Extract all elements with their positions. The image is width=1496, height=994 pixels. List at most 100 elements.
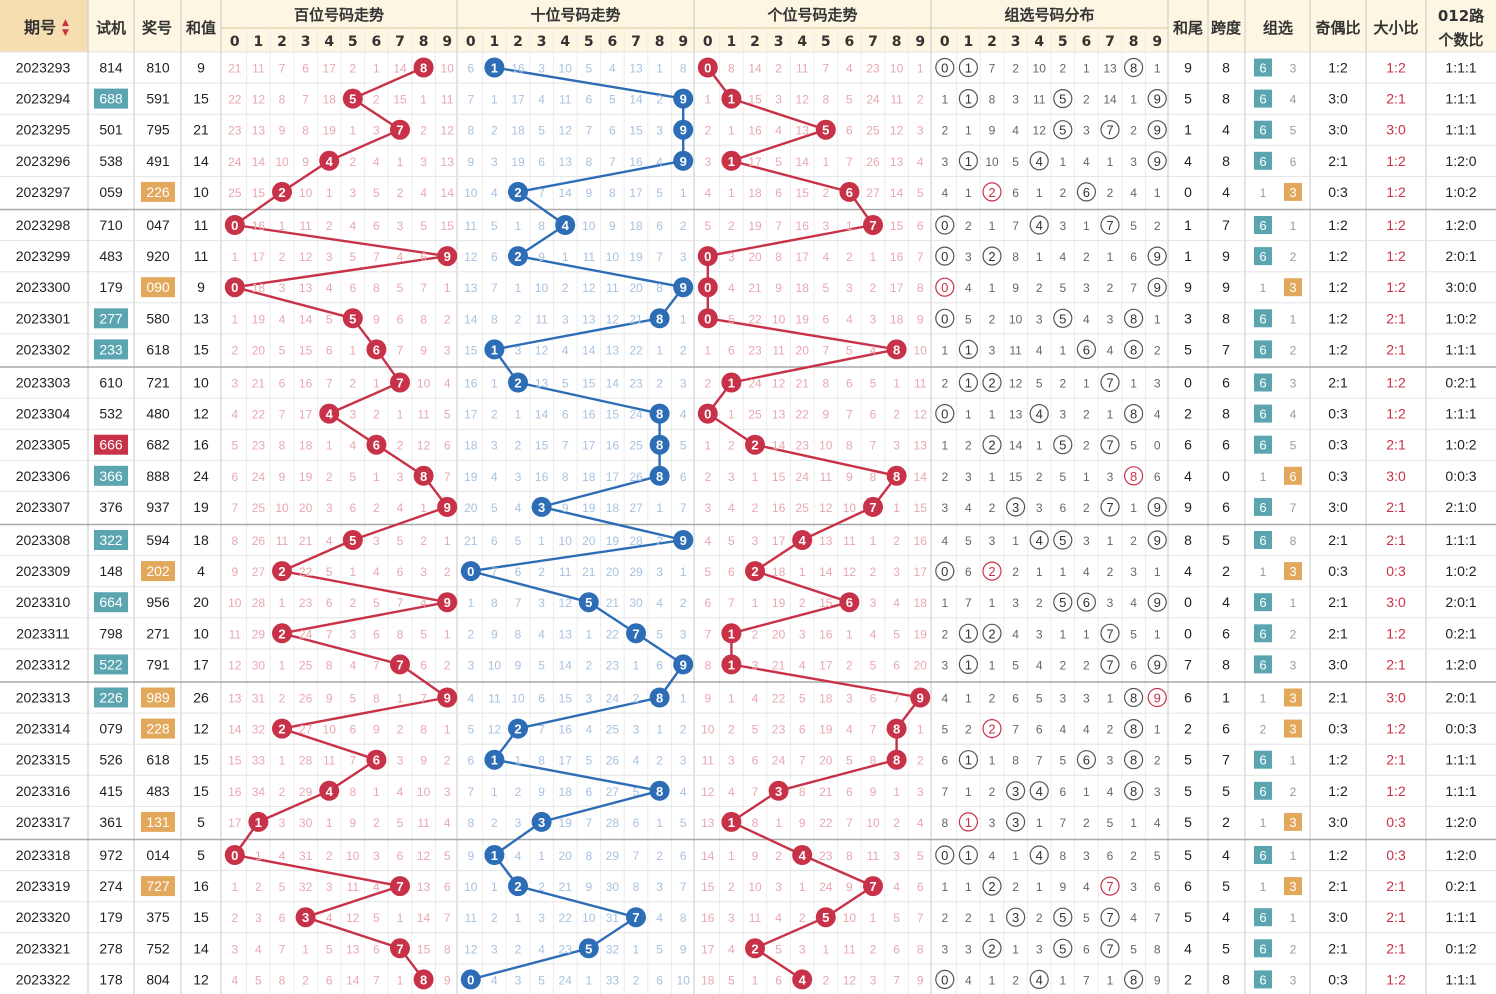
units-miss-count: 4 <box>799 658 806 672</box>
hundreds-hit-ball <box>248 811 269 832</box>
tens-miss-count: 1 <box>491 93 498 107</box>
units-miss-count: 16 <box>914 534 928 548</box>
hundreds-miss-count: 18 <box>299 439 313 453</box>
prize-highlight <box>141 277 175 298</box>
group-hit-digit: 8 <box>1130 691 1137 706</box>
units-trend-segment <box>754 569 850 604</box>
group-three-label: 3 <box>1289 815 1296 830</box>
span-value: 8 <box>1222 91 1230 107</box>
hundreds-miss-count: 15 <box>252 186 266 200</box>
tens-hit-ball <box>508 876 528 897</box>
tens-miss-count: 5 <box>538 973 545 987</box>
units-miss-count: 6 <box>752 754 759 768</box>
trial-number: 688 <box>99 91 123 107</box>
tens-miss-count: 5 <box>680 816 687 830</box>
odd-even-ratio: 3:0 <box>1328 656 1348 672</box>
hundreds-miss-count: 8 <box>420 723 427 737</box>
issue-number: 2023302 <box>16 341 71 357</box>
group-hit-ring <box>1123 57 1144 78</box>
hundreds-miss-count: 4 <box>326 534 333 548</box>
units-hit-digit: 7 <box>869 218 876 233</box>
group-miss-count: 4 <box>989 849 996 863</box>
tens-miss-count: 9 <box>491 627 498 641</box>
tens-miss-count: 2 <box>491 911 498 925</box>
group-miss-count: 3 <box>941 155 948 169</box>
tens-miss-count: 11 <box>559 565 572 579</box>
tens-hit-digit: 8 <box>656 438 663 453</box>
hundreds-miss-count: 6 <box>444 439 451 453</box>
units-miss-count: 23 <box>772 723 786 737</box>
big-small-ratio: 2:1 <box>1386 752 1406 768</box>
tens-trend-segment <box>470 947 590 981</box>
units-miss-count: 6 <box>870 408 877 422</box>
tens-miss-count: 17 <box>582 439 596 453</box>
tens-miss-count: 10 <box>559 534 573 548</box>
units-miss-count: 1 <box>870 250 877 264</box>
group-six-miss: 1 <box>1260 281 1267 295</box>
span-value: 7 <box>1222 341 1230 357</box>
group-miss-count: 2 <box>1083 250 1090 264</box>
group-miss-count: 3 <box>941 942 948 956</box>
tens-miss-count: 16 <box>535 470 549 484</box>
hundreds-miss-count: 6 <box>279 911 286 925</box>
units-miss-count: 2 <box>799 911 806 925</box>
group-three-miss: 1 <box>1290 219 1297 233</box>
tens-miss-count: 2 <box>491 124 498 138</box>
hundreds-hit-ball <box>437 687 458 708</box>
group-six-badge <box>1254 340 1272 359</box>
tens-miss-count: 1 <box>515 911 522 925</box>
tens-hit-ball <box>484 845 505 865</box>
tens-miss-count: 2 <box>656 849 663 863</box>
tens-miss-count: 10 <box>582 219 596 233</box>
tens-miss-count: 15 <box>535 439 549 453</box>
prize-number: 483 <box>146 783 170 799</box>
hundreds-miss-count: 2 <box>444 754 451 768</box>
big-small-ratio: 3:0 <box>1386 468 1406 484</box>
units-miss-count: 11 <box>843 534 856 548</box>
tens-miss-count: 7 <box>562 439 569 453</box>
group-three-miss: 5 <box>1290 439 1297 453</box>
prize-number: 795 <box>146 122 170 138</box>
hundreds-miss-count: 8 <box>302 124 309 138</box>
group-hit-ring <box>1147 277 1167 297</box>
group-hit-digit: 7 <box>1106 910 1113 925</box>
units-hit-digit: 5 <box>822 910 829 925</box>
units-miss-count: 23 <box>866 62 880 76</box>
hundreds-miss-count: 11 <box>229 627 242 641</box>
big-small-ratio: 2:1 <box>1386 909 1406 925</box>
odd-even-ratio: 1:2 <box>1328 217 1348 233</box>
hundreds-hit-digit: 5 <box>349 92 356 107</box>
big-small-ratio: 1:2 <box>1386 971 1406 987</box>
group-miss-count: 3 <box>1036 627 1043 641</box>
group-miss-count: 3 <box>1012 596 1019 610</box>
hundreds-miss-count: 1 <box>444 723 451 737</box>
tens-miss-count: 2 <box>656 377 663 391</box>
group-hit-ring <box>1147 592 1167 612</box>
tens-miss-count: 10 <box>677 973 691 987</box>
hundreds-miss-count: 22 <box>252 408 266 422</box>
tens-miss-count: 10 <box>511 692 525 706</box>
group-miss-count: 1 <box>941 880 948 894</box>
group-miss-count: 10 <box>1033 62 1047 76</box>
group-miss-count: 6 <box>1154 880 1161 894</box>
sum-tail-value: 0 <box>1184 594 1192 610</box>
hundreds-miss-count: 11 <box>347 880 360 894</box>
group-hit-ring <box>1005 907 1026 927</box>
units-miss-count: 1 <box>893 501 900 515</box>
group-miss-count: 5 <box>1012 658 1019 672</box>
group-hit-ring <box>1100 938 1120 958</box>
group-miss-count: 6 <box>1130 250 1137 264</box>
units-miss-count: 4 <box>728 942 735 956</box>
sum-value: 17 <box>193 656 209 672</box>
tens-hit-digit: 5 <box>585 595 592 610</box>
hundreds-miss-count: 5 <box>420 627 427 641</box>
issue-number: 2023320 <box>16 909 71 925</box>
units-miss-count: 3 <box>799 627 806 641</box>
prize-number: 920 <box>146 248 170 264</box>
units-miss-count: 23 <box>796 439 810 453</box>
units-miss-count: 8 <box>822 377 829 391</box>
units-miss-count: 5 <box>917 186 924 200</box>
prize-highlight <box>141 876 175 897</box>
units-hit-ball <box>839 592 860 613</box>
tens-miss-count: 9 <box>515 658 522 672</box>
